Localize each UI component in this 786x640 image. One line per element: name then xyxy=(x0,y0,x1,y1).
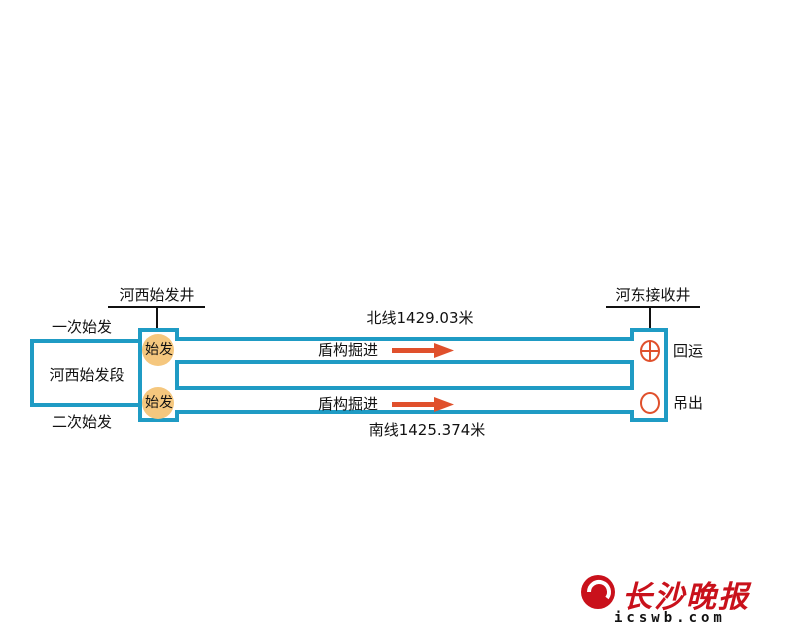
north-direction-label: 盾构掘进 xyxy=(318,341,379,359)
north-line-label: 北线1429.03米 xyxy=(366,309,474,327)
north-return-ring-icon xyxy=(640,340,660,362)
logo-url: icswb.com xyxy=(614,610,726,626)
logo-emblem-icon xyxy=(581,575,615,609)
west-section-label: 河西始发段 xyxy=(49,366,125,384)
south-direction-label: 盾构掘进 xyxy=(318,395,379,413)
logo-name: 长沙晚报 xyxy=(622,580,750,615)
south-launch-marker xyxy=(142,387,174,419)
first-launch-label: 一次始发 xyxy=(52,318,113,336)
south-end-action-label: 吊出 xyxy=(673,394,704,412)
newspaper-logo: 长沙晚报 icswb.com xyxy=(574,570,780,630)
north-direction-arrow xyxy=(392,343,454,358)
second-launch-label: 二次始发 xyxy=(52,413,113,431)
north-launch-text: 始发 xyxy=(145,342,173,358)
tunnel-divider xyxy=(175,360,634,390)
west-shaft-label: 河西始发井 xyxy=(119,286,195,304)
south-direction-arrow xyxy=(392,397,454,412)
tunnel-outline xyxy=(138,328,668,422)
south-lift-ring-icon xyxy=(640,392,660,414)
east-shaft-label: 河东接收井 xyxy=(615,286,691,304)
south-launch-text: 始发 xyxy=(145,395,173,411)
north-end-action-label: 回运 xyxy=(673,342,704,360)
north-launch-marker xyxy=(142,334,174,366)
south-line-label: 南线1425.374米 xyxy=(368,421,486,439)
